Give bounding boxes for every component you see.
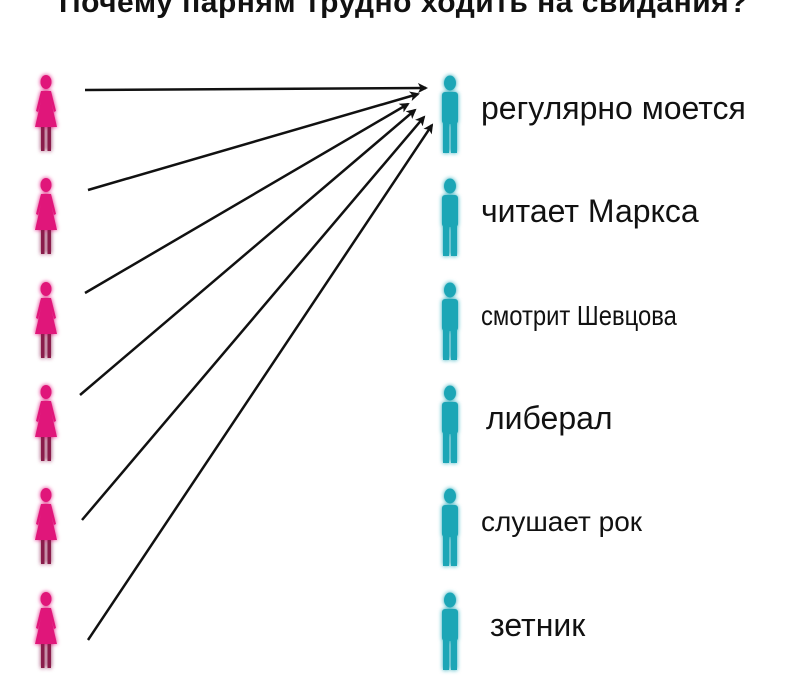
man-label: читает Маркса [481,192,699,229]
woman-icon [35,282,57,358]
arrow [84,83,428,94]
man-icon [442,282,458,360]
arrow [81,115,426,521]
man-icon [442,385,458,463]
man-label: смотрит Шевцова [481,299,677,331]
man-label: либерал [486,399,613,436]
arrow [84,102,410,295]
man-label: регулярно моется [481,89,746,126]
arrow [79,108,417,396]
man-label: слушает рок [481,505,643,537]
arrow [86,123,434,641]
man-icon [442,592,458,670]
woman-icon [35,178,57,254]
man-label: зетник [490,606,586,643]
woman-icon [35,385,57,461]
man-icon [442,178,458,256]
man-icon [442,75,458,153]
man-icon [442,488,458,566]
arrow [87,91,420,192]
woman-icon [35,75,57,151]
woman-icon [35,488,57,564]
diagram-title: Почему парням трудно ходить на свидания? [59,0,748,19]
woman-icon [35,592,57,668]
